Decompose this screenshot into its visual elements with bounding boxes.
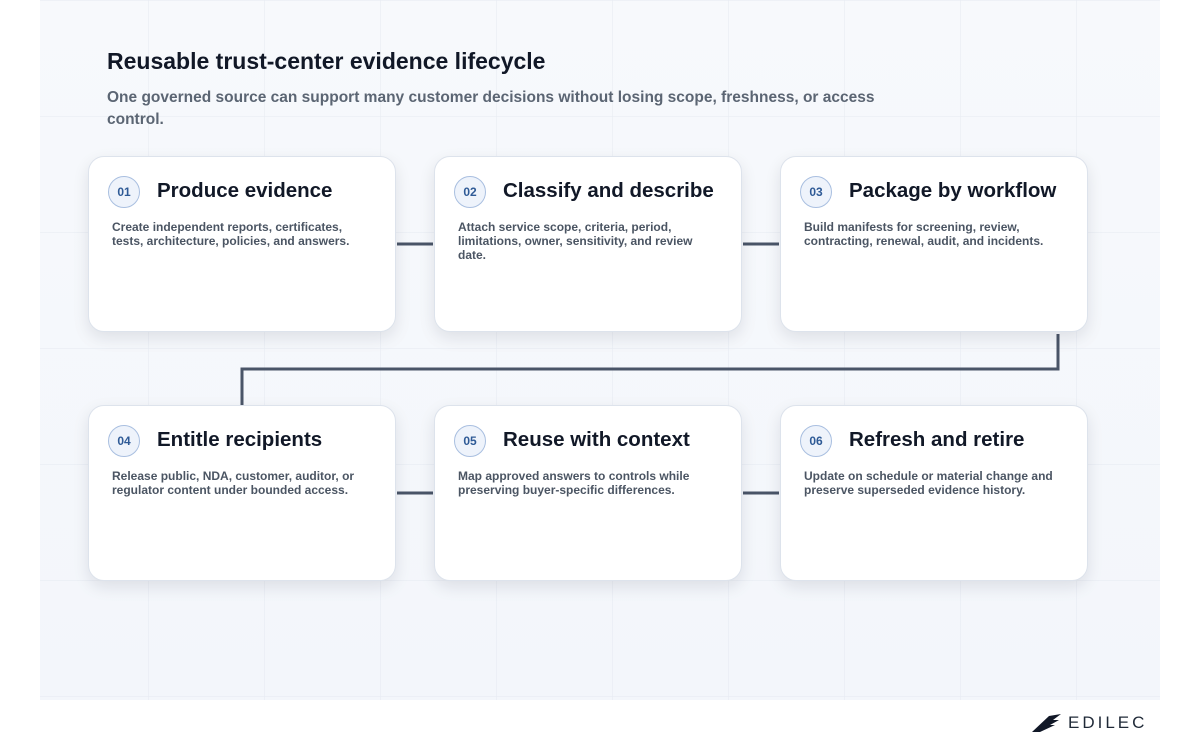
step-card-entitle-recipients: 04 Entitle recipients Release public, ND… (88, 405, 396, 581)
step-number-badge: 03 (800, 176, 832, 208)
page-title: Reusable trust-center evidence lifecycle (107, 48, 546, 74)
step-title: Package by workflow (849, 179, 1057, 202)
step-description: Build manifests for screening, review, c… (804, 220, 1044, 248)
background-grid (40, 0, 1160, 700)
step-title: Entitle recipients (157, 428, 323, 451)
wing-icon (1032, 714, 1061, 732)
step-title: Refresh and retire (849, 428, 1025, 451)
diagram-panel (40, 0, 1160, 700)
step-number-badge: 05 (454, 425, 486, 457)
step-description: Map approved answers to controls while p… (458, 469, 690, 497)
step-description: Create independent reports, certificates… (112, 220, 350, 248)
step-card-reuse-with-context: 05 Reuse with context Map approved answe… (434, 405, 742, 581)
step-title: Reuse with context (503, 428, 690, 451)
step-number-badge: 02 (454, 176, 486, 208)
step-title: Classify and describe (503, 179, 714, 202)
step-description: Attach service scope, criteria, period, … (458, 220, 693, 262)
step-card-package-by-workflow: 03 Package by workflow Build manifests f… (780, 156, 1088, 332)
step-card-refresh-and-retire: 06 Refresh and retire Update on schedule… (780, 405, 1088, 581)
step-card-produce-evidence: 01 Produce evidence Create independent r… (88, 156, 396, 332)
brand-name: EDILEC (1068, 713, 1148, 732)
step-number-badge: 04 (108, 425, 140, 457)
step-number-badge: 01 (108, 176, 140, 208)
step-card-classify-and-describe: 02 Classify and describe Attach service … (434, 156, 742, 332)
step-title: Produce evidence (157, 179, 333, 202)
page-subtitle: One governed source can support many cus… (107, 89, 875, 128)
brand-logo: EDILEC (1032, 711, 1147, 735)
step-description: Release public, NDA, customer, auditor, … (112, 469, 355, 497)
step-description: Update on schedule or material change an… (804, 469, 1053, 497)
step-number-badge: 06 (800, 425, 832, 457)
connector-3-4 (240, 334, 1060, 405)
